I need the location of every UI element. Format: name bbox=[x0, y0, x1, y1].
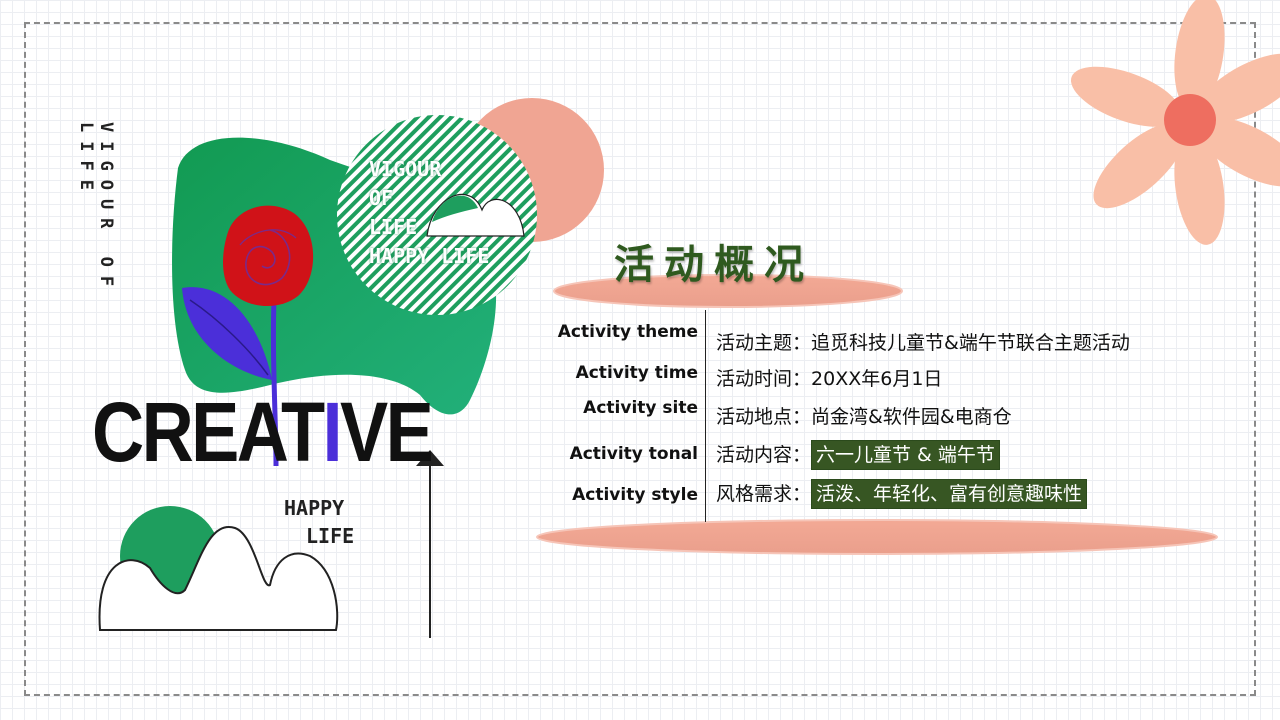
title-ellipse bbox=[553, 274, 903, 308]
red-rose-icon bbox=[223, 205, 314, 307]
row-label: 活动时间： bbox=[716, 368, 812, 390]
info-row: 活动时间：20XX年6月1日 bbox=[716, 364, 942, 394]
creative-wordmark: CREATIVE bbox=[92, 390, 434, 474]
creative-i: I bbox=[322, 385, 343, 479]
row-label: 活动内容： bbox=[716, 444, 812, 466]
row-label: 风格需求： bbox=[716, 483, 812, 505]
info-row: 活动主题：追觅科技儿童节&端午节联合主题活动 bbox=[716, 328, 1130, 358]
flower-icon bbox=[1070, 0, 1280, 245]
arrow-up-icon bbox=[416, 450, 444, 466]
circle-line: HAPPY LIFE bbox=[369, 244, 490, 268]
row-value: 追觅科技儿童节&端午节联合主题活动 bbox=[811, 332, 1130, 354]
info-row: 活动地点：尚金湾&软件园&电商仓 bbox=[716, 402, 1012, 432]
circle-line: VIGOUR bbox=[369, 157, 442, 181]
bottom-ellipse bbox=[536, 519, 1218, 555]
happy-life-text: HAPPY LIFE bbox=[284, 494, 354, 550]
row-value-highlight: 六一儿童节 & 端午节 bbox=[811, 440, 1000, 470]
happy-line2: LIFE bbox=[306, 524, 355, 548]
circle-line: LIFE bbox=[369, 215, 418, 239]
label-site: Activity site bbox=[583, 398, 698, 418]
vertical-divider bbox=[705, 310, 706, 522]
label-theme: Activity theme bbox=[557, 322, 698, 342]
creative-end: VE bbox=[340, 385, 434, 479]
label-time: Activity time bbox=[575, 363, 698, 383]
mountain-cap-green bbox=[432, 195, 478, 222]
vertical-slogan: VIGOUR OF LIFE bbox=[76, 122, 116, 296]
dashed-frame bbox=[24, 22, 1256, 696]
label-style: Activity style bbox=[572, 485, 698, 505]
row-value-highlight: 活泼、年轻化、富有创意趣味性 bbox=[811, 479, 1088, 509]
row-value: 尚金湾&软件园&电商仓 bbox=[811, 406, 1012, 428]
mountain-icon-large bbox=[98, 525, 339, 631]
creative-start: CREAT bbox=[92, 385, 325, 479]
circle-text: VIGOUR OF LIFE HAPPY LIFE bbox=[369, 155, 489, 271]
happy-line1: HAPPY bbox=[284, 496, 345, 520]
flower-stem bbox=[270, 299, 279, 467]
row-value: 20XX年6月1日 bbox=[811, 368, 943, 390]
info-row: 活动内容：六一儿童节 & 端午节 bbox=[716, 440, 1000, 470]
section-title: 活动概况 bbox=[614, 241, 814, 288]
label-tonal: Activity tonal bbox=[569, 444, 698, 464]
row-label: 活动主题： bbox=[716, 332, 812, 354]
circle-line: OF bbox=[369, 186, 394, 210]
info-row: 风格需求：活泼、年轻化、富有创意趣味性 bbox=[716, 479, 1088, 509]
row-label: 活动地点： bbox=[716, 406, 812, 428]
